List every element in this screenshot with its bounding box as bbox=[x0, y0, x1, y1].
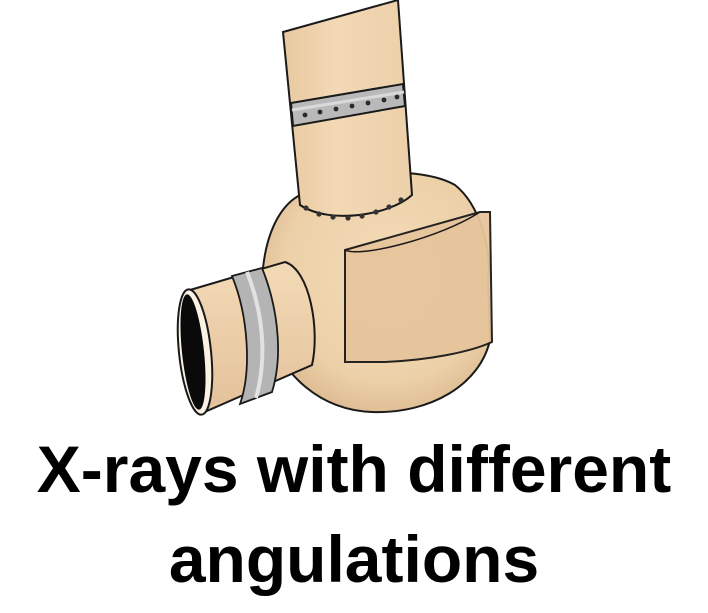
caption-line-2: angulations bbox=[168, 522, 540, 596]
cast-upper-band bbox=[289, 82, 407, 128]
cast-right-flap bbox=[344, 211, 494, 363]
caption: X-rays with different angulations bbox=[0, 424, 708, 604]
cast-illustration bbox=[176, 0, 494, 416]
caption-line-1: X-rays with different bbox=[36, 432, 672, 506]
cast-forearm-tube bbox=[176, 260, 316, 416]
